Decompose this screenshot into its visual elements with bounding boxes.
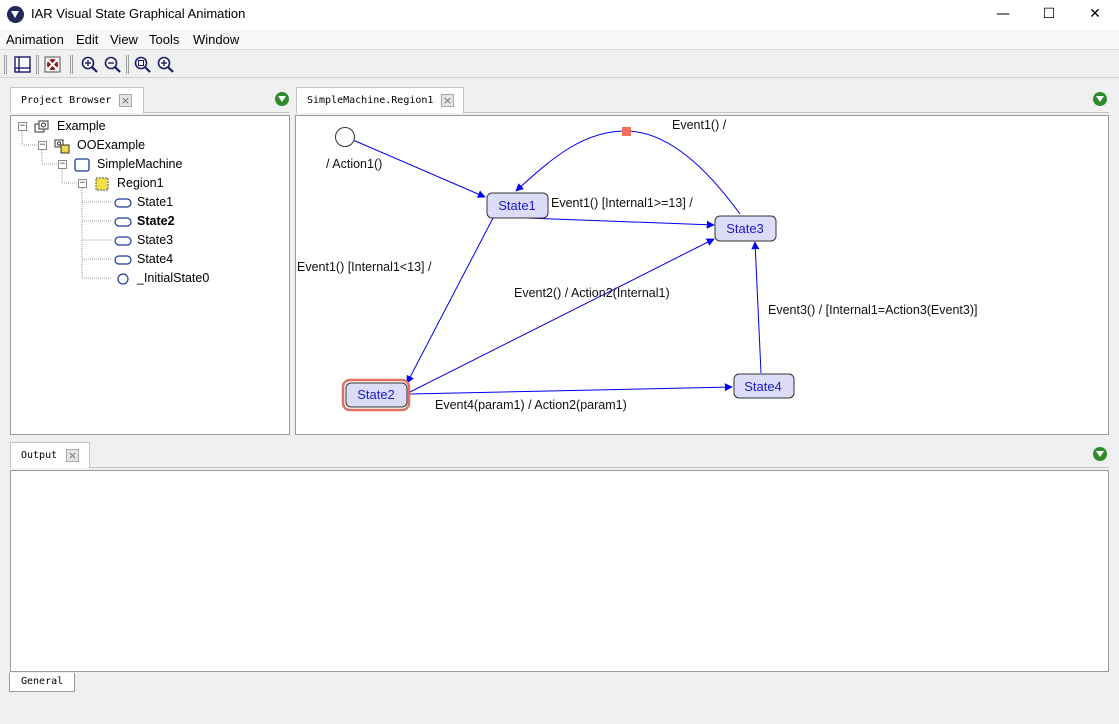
menu-animation[interactable]: Animation: [6, 32, 64, 47]
tree-collapse-toggle[interactable]: −: [18, 121, 27, 131]
project-browser-panel: − Example − OOExample − SimpleMachine − …: [10, 115, 290, 435]
toolbar: [0, 51, 1119, 78]
maximize-button[interactable]: ☐: [1042, 6, 1056, 22]
tree-item-label: State4: [137, 252, 174, 266]
state-node-state3[interactable]: State3: [714, 215, 777, 242]
project-icon: [34, 120, 49, 133]
tab-project-browser-label: Project Browser: [21, 95, 112, 106]
tree-collapse-toggle[interactable]: −: [58, 159, 67, 169]
project-browser-close-icon[interactable]: ×: [119, 94, 132, 107]
diagram-maximize-icon[interactable]: [1093, 92, 1107, 106]
layout-icon[interactable]: [13, 55, 32, 74]
tree-item-label: SimpleMachine: [97, 157, 183, 171]
tree-collapse-toggle[interactable]: −: [38, 140, 47, 150]
tree-item-label: State2: [137, 214, 175, 228]
tab-strip-divider: [90, 467, 1109, 468]
state-label: State4: [744, 379, 782, 394]
menu-edit[interactable]: Edit: [76, 32, 99, 47]
state-label: State1: [498, 198, 536, 213]
output-panel[interactable]: [10, 470, 1109, 672]
app-logo-icon: [7, 6, 24, 23]
tab-strip-divider: [464, 112, 1109, 113]
menu-bar: Animation Edit View Tools Window: [0, 29, 1119, 50]
transition-label-s3-s1: Event1() /: [672, 118, 727, 132]
state-diagram-canvas: State1 State3 State2 State4 / Action1() …: [297, 118, 978, 412]
minimize-button[interactable]: —: [996, 6, 1010, 22]
transition-state1-to-state2[interactable]: [406, 217, 494, 384]
transition-label-s1-s2: Event1() [Internal1<13] /: [297, 260, 432, 274]
state-icon: [114, 198, 132, 208]
close-button[interactable]: ✕: [1089, 6, 1101, 22]
transition-initial-to-state1[interactable]: [352, 139, 486, 198]
tree-item-label: OOExample: [77, 138, 146, 152]
zoom-fit-icon[interactable]: [133, 55, 152, 74]
transition-state2-to-state4[interactable]: [409, 383, 733, 395]
tree-item-label: Region1: [117, 176, 164, 190]
title-bar: IAR Visual State Graphical Animation — ☐…: [0, 0, 1119, 29]
state-node-state2[interactable]: State2: [341, 378, 411, 412]
output-close-icon[interactable]: ×: [66, 449, 79, 462]
tree-item-label: State3: [137, 233, 174, 247]
tab-strip-divider: [144, 112, 289, 113]
initial-state-node[interactable]: [335, 127, 355, 147]
state-icon: [114, 217, 132, 227]
transition-label-s1-s3: Event1() [Internal1>=13] /: [551, 196, 693, 210]
active-state-highlight: [341, 378, 411, 412]
state-label: State2: [357, 387, 395, 402]
tab-output-label: Output: [21, 450, 58, 461]
tab-output[interactable]: Output ×: [10, 442, 90, 468]
zoom-out-icon[interactable]: [103, 55, 122, 74]
tab-diagram-label: SimpleMachine.Region1: [307, 95, 434, 106]
menu-view[interactable]: View: [110, 32, 138, 47]
diagram-panel: State1 State3 State2 State4 / Action1() …: [295, 115, 1109, 435]
transition-label-s2-s3: Event2() / Action2(Internal1): [514, 286, 670, 300]
tree-item-label: Example: [57, 119, 106, 133]
folder-object-icon: [54, 139, 70, 154]
transition-label-initial: / Action1(): [326, 157, 382, 171]
initial-state-icon: [117, 273, 129, 285]
state-node-state1[interactable]: State1: [486, 192, 549, 219]
menu-tools[interactable]: Tools: [149, 32, 180, 47]
tab-general[interactable]: General: [9, 673, 75, 692]
toolbar-grip[interactable]: [4, 55, 7, 74]
toolbar-grip[interactable]: [70, 55, 73, 74]
tab-general-label: General: [21, 676, 64, 687]
project-browser-maximize-icon[interactable]: [275, 92, 289, 106]
tab-simplemachine-region1[interactable]: SimpleMachine.Region1 ×: [296, 87, 464, 113]
menu-window[interactable]: Window: [193, 32, 240, 47]
toolbar-grip[interactable]: [126, 55, 129, 74]
window-title: IAR Visual State Graphical Animation: [31, 6, 246, 21]
machine-icon: [74, 158, 90, 172]
junction-marker[interactable]: [622, 127, 631, 136]
transition-state4-to-state3[interactable]: [751, 241, 762, 374]
region-icon: [95, 177, 109, 191]
zoom-in-icon[interactable]: [80, 55, 99, 74]
transition-state1-to-state3[interactable]: [526, 217, 715, 229]
transition-state2-to-state3[interactable]: [409, 238, 715, 393]
transition-label-s4-s3: Event3() / [Internal1=Action3(Event3)]: [768, 303, 978, 317]
tab-project-browser[interactable]: Project Browser ×: [10, 87, 144, 113]
stop-animation-icon[interactable]: [43, 55, 62, 74]
state-label: State3: [726, 221, 764, 236]
state-icon: [114, 255, 132, 265]
zoom-reset-icon[interactable]: [156, 55, 175, 74]
state-icon: [114, 236, 132, 246]
tree-item-label: State1: [137, 195, 174, 209]
state-node-state4[interactable]: State4: [733, 373, 795, 399]
tree-collapse-toggle[interactable]: −: [78, 178, 87, 188]
tree-connectors: [21, 131, 111, 279]
diagram-close-icon[interactable]: ×: [441, 94, 454, 107]
output-maximize-icon[interactable]: [1093, 447, 1107, 461]
toolbar-grip[interactable]: [36, 55, 39, 74]
tree-item-label: _InitialState0: [137, 271, 210, 285]
transition-label-s2-s4: Event4(param1) / Action2(param1): [435, 398, 627, 412]
